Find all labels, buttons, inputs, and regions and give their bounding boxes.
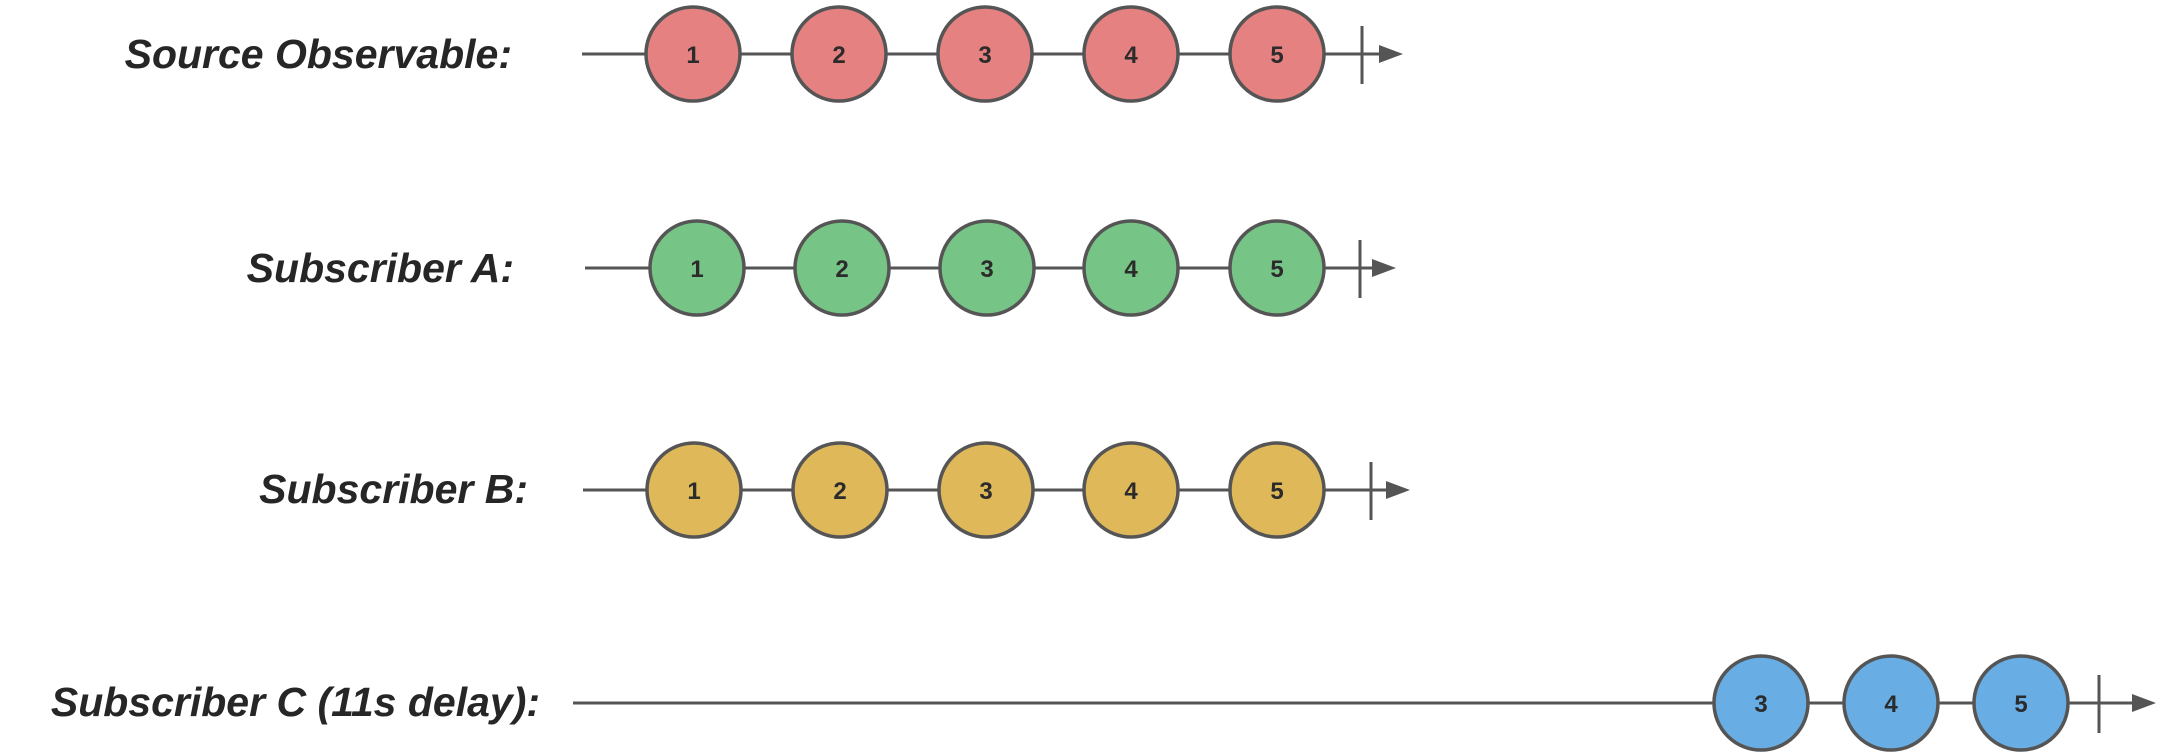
marble-circle (1082, 441, 1180, 539)
row-label: Source Observable: (125, 31, 512, 77)
marble-value: 3 (979, 478, 992, 505)
marble-value: 1 (690, 256, 703, 283)
marble-circle (648, 219, 746, 317)
marble: 4 (1082, 441, 1180, 539)
marble-circle (793, 219, 891, 317)
marble: 4 (1082, 219, 1180, 317)
marble: 3 (938, 219, 1036, 317)
row-source: Source Observable: 1 2 3 4 5 (125, 5, 1403, 103)
marble-value: 4 (1124, 42, 1138, 69)
marble-circle (1082, 219, 1180, 317)
marble-circle (645, 441, 743, 539)
marble-circle (1972, 654, 2070, 752)
marble-value: 2 (833, 478, 846, 505)
marble: 5 (1228, 5, 1326, 103)
marble-circle (791, 441, 889, 539)
marble: 1 (644, 5, 742, 103)
marble-circle (936, 5, 1034, 103)
marble-value: 4 (1124, 256, 1138, 283)
marble: 4 (1082, 5, 1180, 103)
marble-circle (1842, 654, 1940, 752)
arrow-head-icon (1372, 259, 1396, 277)
marble-value: 3 (978, 42, 991, 69)
marble: 3 (937, 441, 1035, 539)
marble-circle (1712, 654, 1810, 752)
marble-circle (1228, 219, 1326, 317)
marble-circle (937, 441, 1035, 539)
row-label: Subscriber B: (259, 466, 528, 512)
marble-circle (1228, 441, 1326, 539)
marble: 5 (1228, 219, 1326, 317)
marble: 5 (1972, 654, 2070, 752)
marble: 4 (1842, 654, 1940, 752)
arrow-head-icon (1386, 481, 1410, 499)
marble-value: 5 (1270, 478, 1283, 505)
row-label: Subscriber A: (247, 245, 514, 291)
marble-value: 5 (2014, 691, 2027, 718)
row-subscriber-a: Subscriber A: 1 2 3 4 5 (247, 219, 1396, 317)
marble: 5 (1228, 441, 1326, 539)
row-subscriber-c: Subscriber C (11s delay): 3 4 5 (51, 654, 2156, 752)
marble: 1 (648, 219, 746, 317)
marble-circle (1228, 5, 1326, 103)
marble-value: 4 (1884, 691, 1898, 718)
marble: 2 (791, 441, 889, 539)
marble-circle (644, 5, 742, 103)
marble: 3 (936, 5, 1034, 103)
marble: 2 (790, 5, 888, 103)
marble-circle (790, 5, 888, 103)
marble: 1 (645, 441, 743, 539)
marble-circle (938, 219, 1036, 317)
marble-value: 2 (835, 256, 848, 283)
marble: 3 (1712, 654, 1810, 752)
row-label: Subscriber C (11s delay): (51, 679, 540, 725)
marble-value: 5 (1270, 256, 1283, 283)
marble: 2 (793, 219, 891, 317)
marble-circle (1082, 5, 1180, 103)
marble-value: 2 (832, 42, 845, 69)
marble-value: 3 (1754, 691, 1767, 718)
arrow-head-icon (1379, 45, 1403, 63)
marble-value: 4 (1124, 478, 1138, 505)
marble-value: 5 (1270, 42, 1283, 69)
marble-value: 1 (686, 42, 699, 69)
arrow-head-icon (2132, 694, 2156, 712)
row-subscriber-b: Subscriber B: 1 2 3 4 5 (259, 441, 1410, 539)
marble-value: 1 (687, 478, 700, 505)
marble-value: 3 (980, 256, 993, 283)
